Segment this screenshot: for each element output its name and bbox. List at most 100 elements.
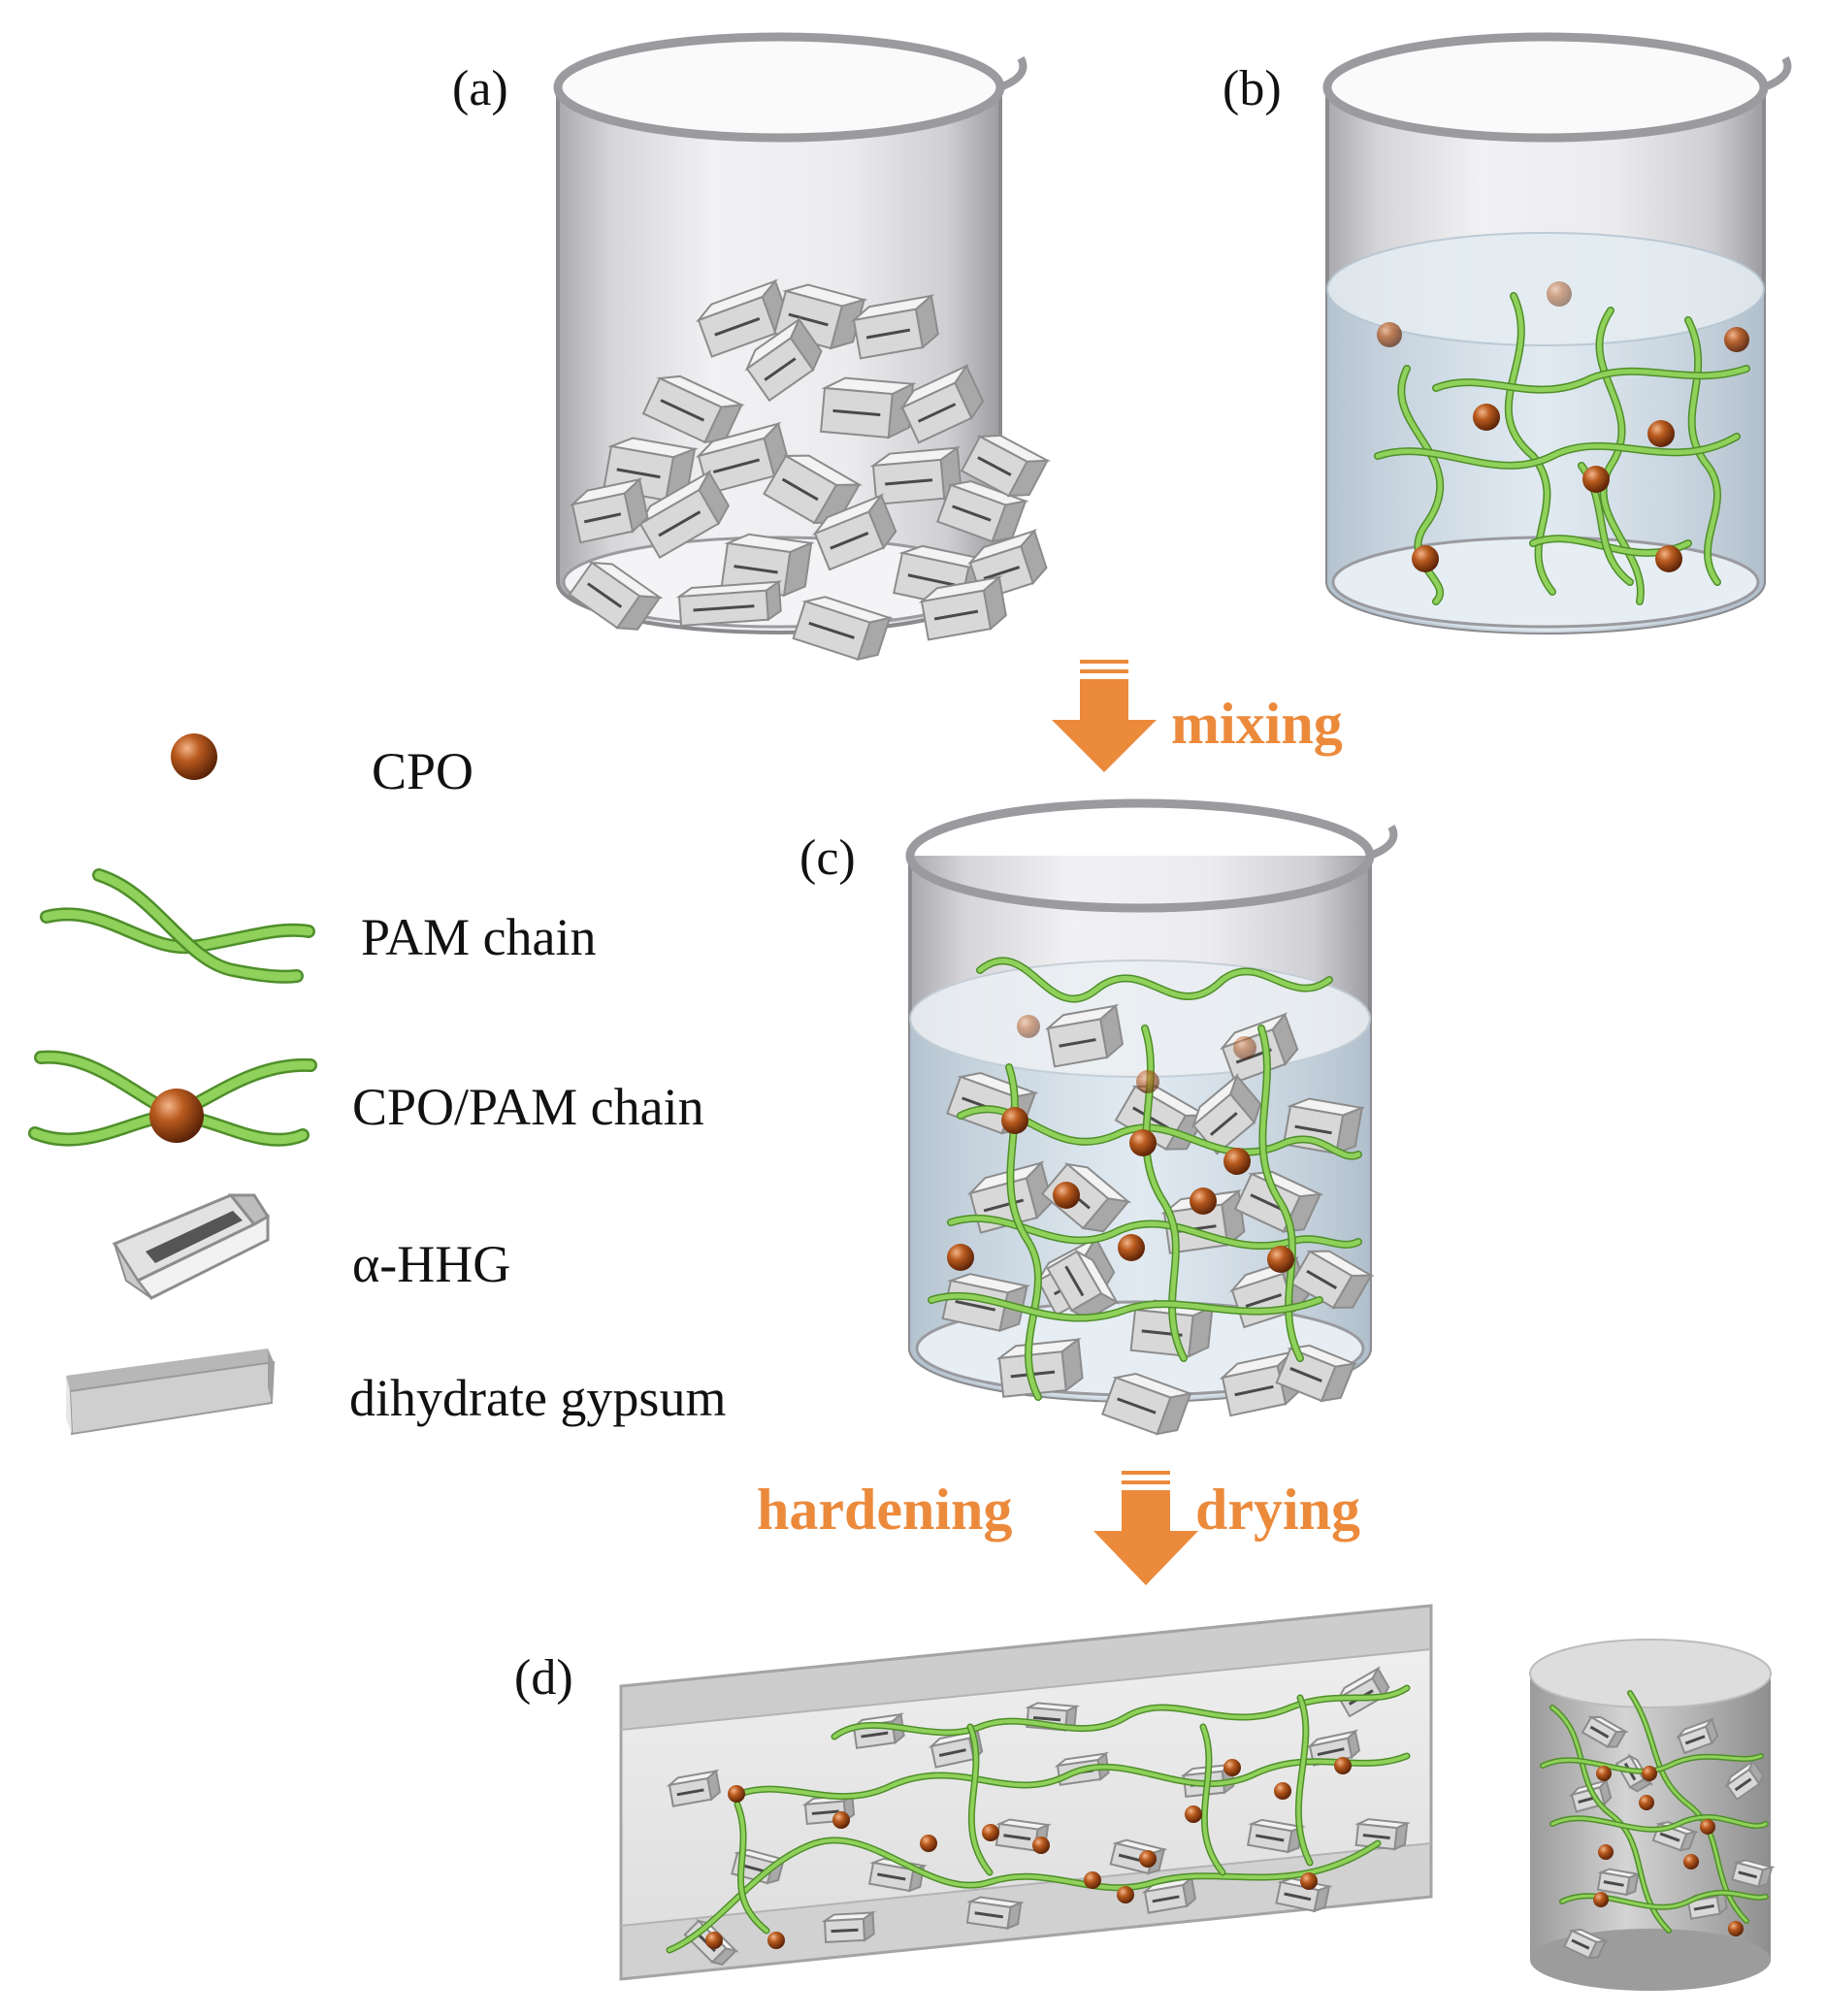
cpo-particle — [1547, 281, 1572, 307]
pam-chain-highlight — [668, 1837, 1380, 1952]
pam-chain-highlight — [1398, 366, 1443, 604]
cpo-particles-cylinder — [1593, 1766, 1744, 1936]
pam-chain-highlight — [1506, 293, 1555, 595]
cpo-particles-c — [947, 1015, 1294, 1273]
cylinder-specimen — [1529, 1639, 1772, 1991]
crystal — [675, 579, 783, 627]
cpo-particle — [1593, 1892, 1609, 1907]
crystal — [1581, 1715, 1630, 1748]
cpo-particle — [982, 1824, 999, 1841]
legend-cpo-symbol — [171, 733, 217, 780]
crystal — [819, 376, 917, 439]
crystal — [1044, 1003, 1125, 1068]
cpo-particle — [1139, 1850, 1157, 1868]
cpo-particle — [1334, 1757, 1352, 1774]
crystal — [641, 374, 746, 444]
cpo-particle — [1118, 1234, 1145, 1261]
legend-label-dihydrate-gypsum: dihydrate gypsum — [349, 1369, 727, 1427]
crystal — [1046, 1249, 1120, 1320]
cpo-particle — [1185, 1805, 1202, 1823]
cpo-particle — [1596, 1766, 1612, 1781]
pam-chain-highlight — [1597, 308, 1644, 604]
cpo-particle — [1136, 1070, 1159, 1093]
pam-chain-highlight — [735, 1754, 1409, 1799]
cpo-particle — [1001, 1107, 1028, 1134]
cpo-particle — [1598, 1844, 1614, 1860]
crystal — [1675, 1717, 1719, 1755]
cpo-particle — [1647, 420, 1675, 447]
crystal — [1596, 1868, 1643, 1897]
pam-chain-highlight — [735, 1803, 768, 1933]
pam-chain-highlight — [1433, 366, 1749, 393]
step-label-mixing: mixing — [1171, 692, 1343, 756]
cpo-particle — [1582, 466, 1610, 493]
cpo-particle — [1655, 545, 1682, 572]
cpo-particle — [1233, 1036, 1256, 1059]
legend-pam-chain-symbol — [40, 868, 315, 984]
cpo-particle — [1223, 1759, 1241, 1776]
crystal — [850, 294, 939, 360]
legend-label-pam-chain: PAM chain — [361, 908, 597, 966]
panel-label-b: (b) — [1223, 61, 1282, 116]
cpo-particle — [1300, 1872, 1318, 1890]
cpo-particle — [1377, 322, 1402, 347]
cpo-particle — [1642, 1766, 1657, 1781]
crystal — [1275, 1344, 1358, 1403]
crystal — [792, 596, 894, 662]
crystal — [1563, 1928, 1610, 1960]
pam-chain-highlight — [1550, 1706, 1671, 1933]
cpo-particle — [1724, 327, 1749, 352]
cpo-particle — [1032, 1837, 1050, 1854]
panel-label-c: (c) — [799, 830, 856, 886]
cpo-particle — [1267, 1246, 1294, 1273]
cpo-particle — [1017, 1015, 1040, 1038]
cpo-particle — [1639, 1795, 1654, 1810]
cpo-particle — [832, 1811, 850, 1829]
pam-chain-highlight — [1628, 1691, 1748, 1923]
pam-chain-highlight — [832, 1686, 1409, 1739]
crystal — [899, 363, 985, 444]
crystal — [1724, 1758, 1765, 1802]
cpo-particles-b — [1377, 281, 1749, 572]
cpo-particle — [920, 1835, 937, 1852]
cpo-particle — [1053, 1182, 1080, 1209]
cpo-particle — [1412, 545, 1439, 572]
beaker-c-rim — [905, 798, 1398, 913]
pam-chain-highlight — [1541, 1754, 1763, 1773]
cpo-particle — [1700, 1819, 1715, 1835]
cpo-particle — [1683, 1854, 1699, 1870]
panel-label-d: (d) — [514, 1650, 573, 1706]
crystal — [812, 493, 897, 571]
pam-chain-highlight — [1296, 1696, 1312, 1865]
crystal — [1141, 1875, 1197, 1914]
pam-network-cylinder — [1540, 1690, 1769, 1934]
legend-label-alpha-hhg: α-HHG — [352, 1235, 511, 1293]
crystal — [1247, 1818, 1306, 1854]
crystal — [918, 575, 1007, 641]
cpo-particle — [705, 1932, 723, 1949]
legend-cpo-pam-chain-symbol — [28, 1050, 317, 1147]
crystal — [569, 477, 649, 544]
pam-chain-highlight — [977, 958, 1332, 1002]
legend-alpha-hhg-symbol — [112, 1193, 271, 1300]
crystal — [1101, 1372, 1194, 1436]
cpo-particle — [1084, 1871, 1101, 1889]
crystal — [666, 1769, 722, 1807]
crystal — [637, 469, 730, 560]
crystal — [1354, 1818, 1411, 1851]
cpo-particle — [1190, 1187, 1217, 1215]
crystal — [965, 1896, 1025, 1931]
pam-chain-highlight — [929, 1293, 1322, 1321]
crystal — [936, 479, 1029, 543]
legend-label-cpo-pam-chain: CPO/PAM chain — [352, 1078, 704, 1136]
crystal — [603, 437, 699, 503]
crystal — [1190, 1072, 1262, 1155]
pam-chain-highlight — [1685, 317, 1720, 585]
crystal — [763, 454, 864, 525]
cpo-particle — [1129, 1129, 1157, 1156]
pam-chain-highlight — [968, 1725, 992, 1874]
crystal — [1289, 1250, 1375, 1310]
cpo-particle — [767, 1932, 785, 1949]
